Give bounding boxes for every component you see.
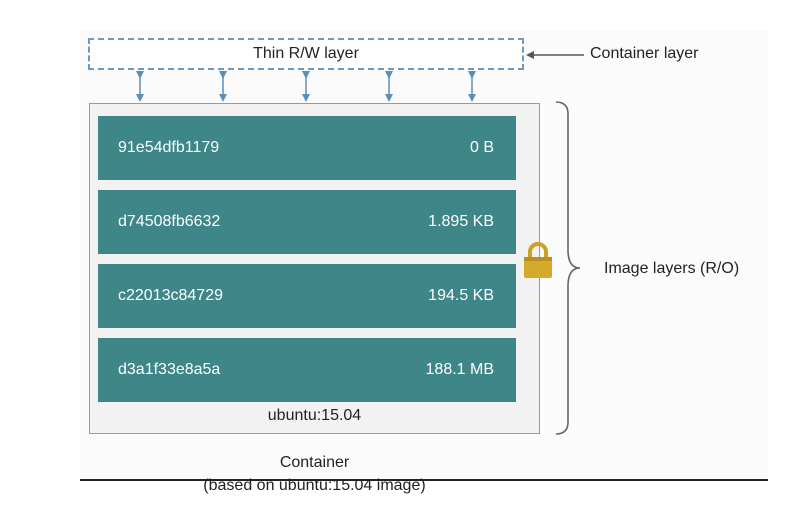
- layer-size: 188.1 MB: [425, 361, 494, 378]
- caption-subtitle: (based on ubuntu:15.04 image): [203, 477, 426, 494]
- image-layer: 91e54dfb1179 0 B: [98, 116, 516, 180]
- image-layers-label: Image layers (R/O): [604, 260, 740, 277]
- image-layer: c22013c84729 194.5 KB: [98, 264, 516, 328]
- layer-size: 0 B: [469, 139, 494, 156]
- lock-icon: [524, 242, 552, 278]
- layer-size: 194.5 KB: [428, 287, 494, 304]
- container-box: 91e54dfb1179 0 B d74508fb6632 1.895 KB c…: [89, 103, 540, 434]
- layer-size: 1.895 KB: [428, 213, 494, 230]
- image-name: ubuntu:15.04: [267, 407, 362, 424]
- layer-id: d74508fb6632: [118, 213, 221, 230]
- rw-arrows: [136, 71, 476, 102]
- layer-id: c22013c84729: [118, 287, 223, 304]
- container-layer-label: Container layer: [590, 45, 699, 62]
- caption-title: Container: [279, 454, 350, 471]
- image-layer: d74508fb6632 1.895 KB: [98, 190, 516, 254]
- thin-rw-layer-label: Thin R/W layer: [253, 45, 359, 62]
- thin-rw-layer: Thin R/W layer: [88, 38, 524, 70]
- layer-id: d3a1f33e8a5a: [118, 361, 221, 378]
- bottom-divider: [80, 479, 768, 481]
- layer-id: 91e54dfb1179: [118, 139, 220, 156]
- image-layers-brace: [555, 101, 581, 435]
- image-layer: d3a1f33e8a5a 188.1 MB: [98, 338, 516, 402]
